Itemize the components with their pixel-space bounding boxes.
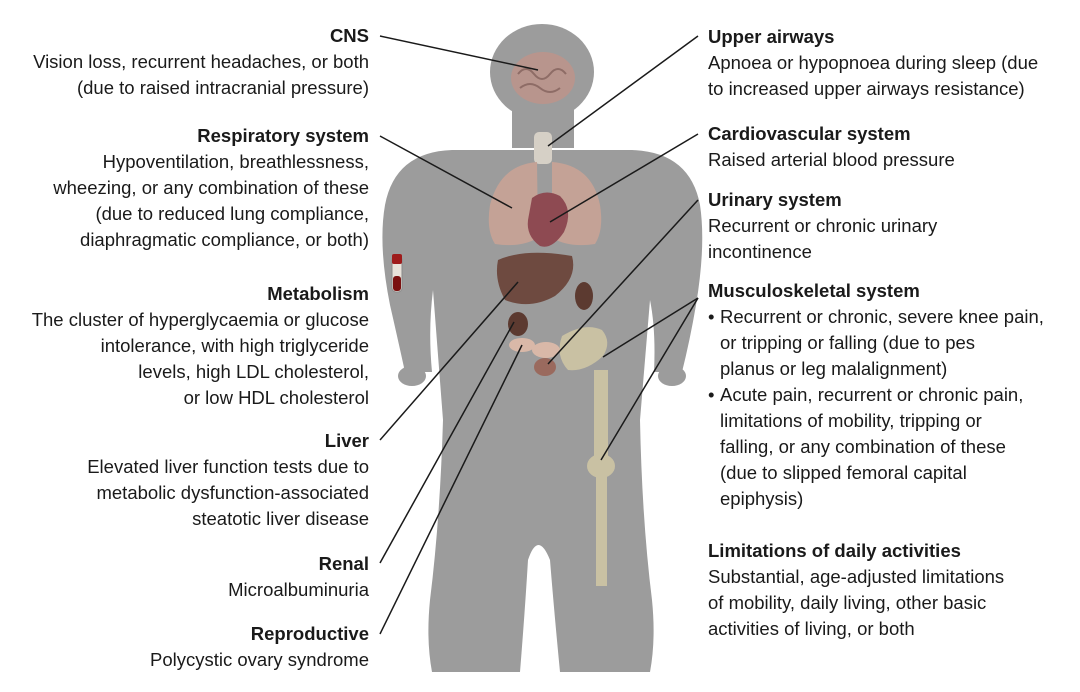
- label-reproductive-title: Reproductive: [250, 623, 369, 644]
- label-liver-line-2: metabolic dysfunction-associated: [96, 482, 369, 503]
- label-respiratory: Respiratory system Hypoventilation, brea…: [0, 123, 369, 253]
- bullet-1-line-2: or tripping or falling (due to pes: [720, 332, 976, 353]
- label-respiratory-line-1: Hypoventilation, breathlessness,: [102, 151, 369, 172]
- label-upper-airways-line-1: Apnoea or hypopnoea during sleep (due: [708, 52, 1039, 73]
- bullet-2-line-4: (due to slipped femoral capital: [720, 462, 967, 483]
- label-liver-line-3: steatotic liver disease: [192, 508, 369, 529]
- label-cns: CNS Vision loss, recurrent headaches, or…: [0, 23, 369, 101]
- label-respiratory-line-3: (due to reduced lung compliance,: [95, 203, 369, 224]
- label-urinary-line-2: incontinence: [708, 241, 812, 262]
- label-musculoskeletal-title: Musculoskeletal system: [708, 280, 920, 301]
- label-renal: Renal Microalbuminuria: [0, 551, 369, 603]
- trachea-illustration: [534, 132, 552, 164]
- heart-illustration: [527, 192, 569, 247]
- label-cns-line-1: Vision loss, recurrent headaches, or bot…: [33, 51, 369, 72]
- bullet-2-line-2: limitations of mobility, tripping or: [720, 410, 982, 431]
- label-urinary: Urinary system Recurrent or chronic urin…: [708, 187, 1073, 265]
- bullet-2-line-5: epiphysis): [720, 488, 804, 509]
- liver-illustration: [496, 252, 574, 305]
- label-renal-line-1: Microalbuminuria: [228, 579, 369, 600]
- bullet-2-line-3: falling, or any combination of these: [720, 436, 1006, 457]
- label-metabolism-line-1: The cluster of hyperglycaemia or glucose: [31, 309, 369, 330]
- label-cardiovascular-line-1: Raised arterial blood pressure: [708, 149, 955, 170]
- label-musculoskeletal: Musculoskeletal system • Recurrent or ch…: [708, 278, 1073, 512]
- label-reproductive: Reproductive Polycystic ovary syndrome: [0, 621, 369, 673]
- kidneys-illustration: [508, 282, 593, 336]
- label-cns-title: CNS: [329, 25, 369, 46]
- blood-test-tube-icon: [391, 254, 403, 293]
- label-reproductive-line-1: Polycystic ovary syndrome: [150, 649, 369, 670]
- brain-illustration: [511, 52, 575, 104]
- label-daily-line-2: of mobility, daily living, other basic: [708, 592, 987, 613]
- label-metabolism-line-3: levels, high LDL cholesterol,: [138, 361, 369, 382]
- label-metabolism-line-2: intolerance, with high triglyceride: [100, 335, 369, 356]
- label-liver: Liver Elevated liver function tests due …: [0, 428, 369, 532]
- label-cardiovascular: Cardiovascular system Raised arterial bl…: [708, 121, 1073, 173]
- label-respiratory-title: Respiratory system: [197, 125, 369, 146]
- label-metabolism-title: Metabolism: [267, 283, 369, 304]
- label-respiratory-line-2: wheezing, or any combination of these: [53, 177, 369, 198]
- bullet-1-line-3: planus or leg malalignment): [720, 358, 948, 379]
- musculoskeletal-bullet-1: • Recurrent or chronic, severe knee pain…: [708, 304, 1073, 382]
- label-metabolism: Metabolism The cluster of hyperglycaemia…: [0, 281, 369, 411]
- label-respiratory-line-4: diaphragmatic compliance, or both): [80, 229, 369, 250]
- label-cardiovascular-title: Cardiovascular system: [708, 123, 911, 144]
- label-upper-airways-title: Upper airways: [708, 26, 835, 47]
- label-cns-line-2: (due to raised intracranial pressure): [76, 77, 369, 98]
- label-daily-line-1: Substantial, age-adjusted limitations: [708, 566, 1005, 587]
- leader-lines: [379, 35, 699, 635]
- label-metabolism-line-4: or low HDL cholesterol: [183, 387, 369, 408]
- label-renal-title: Renal: [318, 553, 369, 574]
- label-liver-line-1: Elevated liver function tests due to: [87, 456, 369, 477]
- musculoskeletal-bullet-2: • Acute pain, recurrent or chronic pain,…: [708, 382, 1073, 512]
- bullet-dot: •: [708, 306, 715, 327]
- label-urinary-line-1: Recurrent or chronic urinary: [708, 215, 938, 236]
- label-daily-activities: Limitations of daily activities Substant…: [708, 538, 1073, 642]
- bullet-2-line-1: Acute pain, recurrent or chronic pain,: [720, 384, 1024, 405]
- bladder-illustration: [534, 358, 556, 376]
- label-daily-line-3: activities of living, or both: [708, 618, 915, 639]
- bullet-dot: •: [708, 384, 715, 405]
- bullet-1-line-1: Recurrent or chronic, severe knee pain,: [720, 306, 1044, 327]
- label-upper-airways-line-2: to increased upper airways resistance): [708, 78, 1025, 99]
- label-daily-activities-title: Limitations of daily activities: [708, 540, 961, 561]
- label-urinary-title: Urinary system: [708, 189, 842, 210]
- body-silhouette: [382, 24, 703, 672]
- label-upper-airways: Upper airways Apnoea or hypopnoea during…: [708, 24, 1073, 102]
- label-liver-title: Liver: [324, 430, 369, 451]
